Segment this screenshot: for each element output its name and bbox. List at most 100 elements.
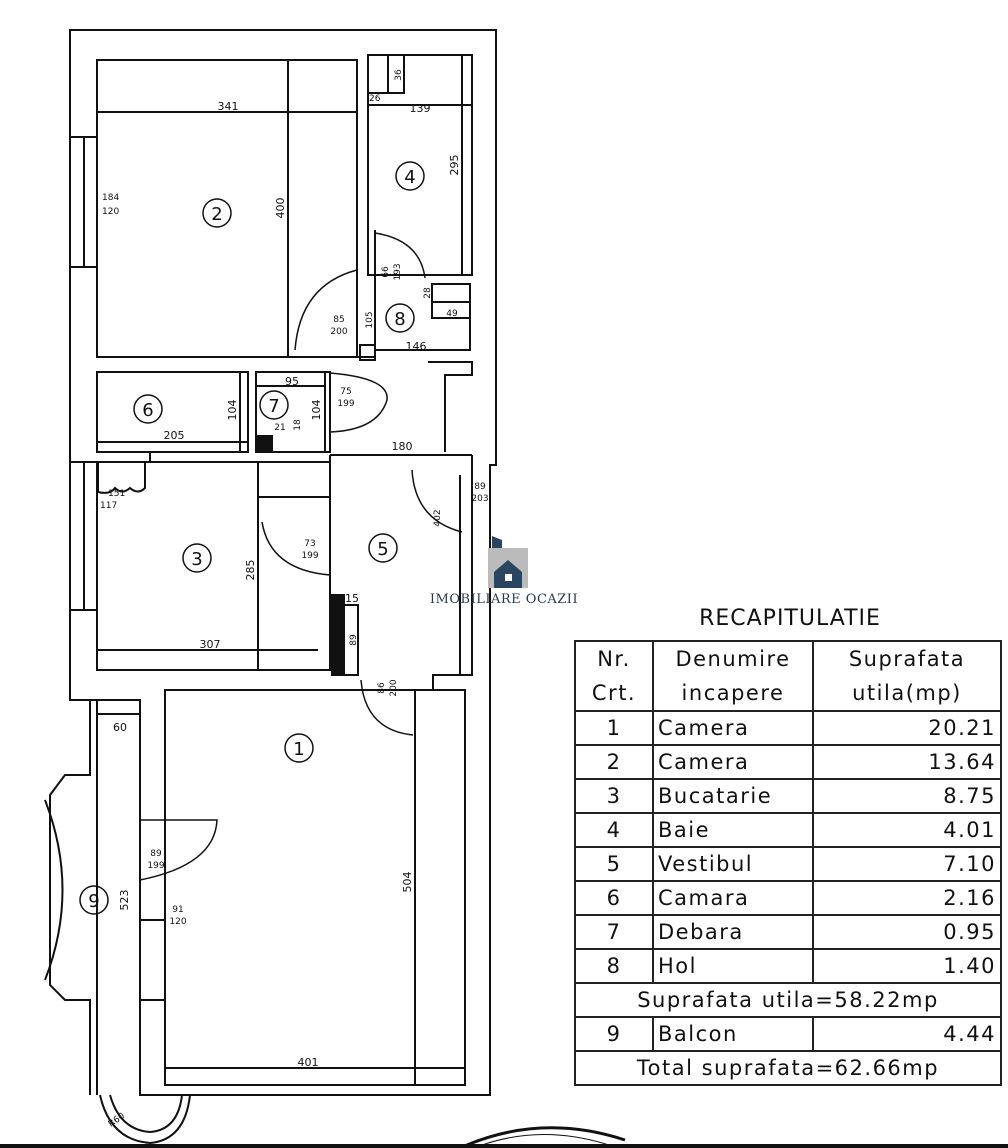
- room-1-label: 1: [284, 733, 314, 763]
- room-7-label: 7: [259, 390, 289, 420]
- dimension-label: 401: [298, 1056, 319, 1069]
- dimension-label: 60: [113, 721, 127, 734]
- dimension-label: 36: [394, 69, 404, 81]
- dimension-label: 307: [200, 638, 221, 651]
- room-9-label: 9: [79, 885, 109, 915]
- walls: [44, 29, 497, 1145]
- room-6-label: 6: [133, 394, 163, 424]
- dimension-label: 199: [301, 551, 318, 561]
- dimension-label: 117: [100, 501, 117, 511]
- dimension-label: 15: [345, 592, 359, 605]
- dimension-label: 86: [377, 682, 387, 694]
- table-cell: 8: [574, 948, 654, 984]
- room-labels: 2 4 8 6 7 3 5 1 9: [79, 161, 425, 915]
- dimension-label: 18: [293, 419, 303, 431]
- room-8-label: 8: [385, 303, 415, 333]
- dimension-label: 85: [333, 315, 344, 325]
- dimension-label: 21: [274, 423, 285, 433]
- table-cell: 2.16: [812, 880, 1002, 916]
- table-cell: 6: [574, 880, 654, 916]
- table-header-row: Crt. incapere utila(mp): [574, 676, 1002, 711]
- dimension-label: 341: [218, 100, 239, 113]
- dimension-label: 120: [102, 207, 119, 217]
- table-cell: 1.40: [812, 948, 1002, 984]
- dimension-label: 400: [274, 198, 287, 219]
- dimension-label: 89: [349, 634, 359, 646]
- table-cell: Camera: [652, 744, 814, 780]
- dimension-label: 203: [471, 494, 488, 504]
- watermark-text: IMOBILIARE OCAZII: [429, 592, 579, 607]
- table-cell: 9: [574, 1016, 654, 1052]
- table-cell: 2: [574, 744, 654, 780]
- dimension-label: 146: [406, 340, 427, 353]
- dimension-label: 151: [108, 489, 125, 499]
- dimension-label: 89: [474, 482, 486, 492]
- room-4-label: 4: [395, 161, 425, 191]
- dimension-label: 523: [118, 890, 131, 911]
- table-cell: Total suprafata=62.66mp: [574, 1050, 1002, 1086]
- table-cell: Baie: [652, 812, 814, 848]
- dimension-label: 200: [330, 327, 347, 337]
- table-cell: 1: [574, 710, 654, 746]
- house-logo-icon: [488, 536, 528, 588]
- recap-title: RECAPITULATIE: [699, 606, 881, 631]
- header-name: Denumire: [652, 640, 814, 676]
- dimension-label: 104: [226, 400, 239, 421]
- table-cell: Bucatarie: [652, 778, 814, 814]
- dimension-label: 104: [310, 400, 323, 421]
- dimension-label: 120: [169, 917, 186, 927]
- dimension-label: 4: [404, 167, 415, 188]
- dimension-label: 504: [401, 872, 414, 893]
- header-name-2: incapere: [652, 676, 814, 711]
- dimension-label: 91: [172, 905, 183, 915]
- table-cell: Camera: [652, 710, 814, 746]
- dimension-label: 3: [191, 549, 202, 570]
- dimension-label: 95: [285, 375, 299, 388]
- table-cell: Camara: [652, 880, 814, 916]
- table-cell: 5: [574, 846, 654, 882]
- table-cell: 7: [574, 914, 654, 950]
- dimension-label: R60: [107, 1111, 127, 1130]
- dimension-label: 89: [150, 849, 162, 859]
- room-5-label: 5: [368, 533, 398, 563]
- dimension-label: 139: [410, 102, 431, 115]
- table-cell: Suprafata utila=58.22mp: [574, 982, 1002, 1018]
- table-cell: Hol: [652, 948, 814, 984]
- dimension-label: 285: [244, 560, 257, 581]
- dimension-label: 184: [102, 193, 119, 203]
- table-cell: 0.95: [812, 914, 1002, 950]
- table-cell: Vestibul: [652, 846, 814, 882]
- table-cell: Debara: [652, 914, 814, 950]
- dimension-label: 26: [369, 94, 381, 104]
- recap-table: Nr. Denumire Suprafata Crt. incapere uti…: [574, 640, 1002, 1086]
- dimension-label: 1: [293, 739, 304, 760]
- table-cell: 4.01: [812, 812, 1002, 848]
- dimension-label: 75: [340, 387, 351, 397]
- dimension-label: 199: [147, 861, 164, 871]
- watermark-logo: IMOBILIARE OCAZII: [416, 536, 592, 607]
- header-nr-2: Crt.: [574, 676, 654, 711]
- dimension-label: 8: [394, 309, 405, 330]
- dimension-label: 28: [423, 287, 433, 299]
- table-cell: 7.10: [812, 846, 1002, 882]
- dimension-label: 193: [393, 263, 403, 280]
- table-cell: 4: [574, 812, 654, 848]
- dimension-label: 205: [164, 429, 185, 442]
- table-cell: 20.21: [812, 710, 1002, 746]
- dimension-label: 5: [377, 539, 388, 560]
- dimension-label: 199: [337, 399, 354, 409]
- dimension-label: 6: [142, 400, 153, 421]
- dimension-label: 295: [448, 155, 461, 176]
- table-header-row: Nr. Denumire Suprafata: [574, 640, 1002, 676]
- room-3-label: 3: [182, 543, 212, 573]
